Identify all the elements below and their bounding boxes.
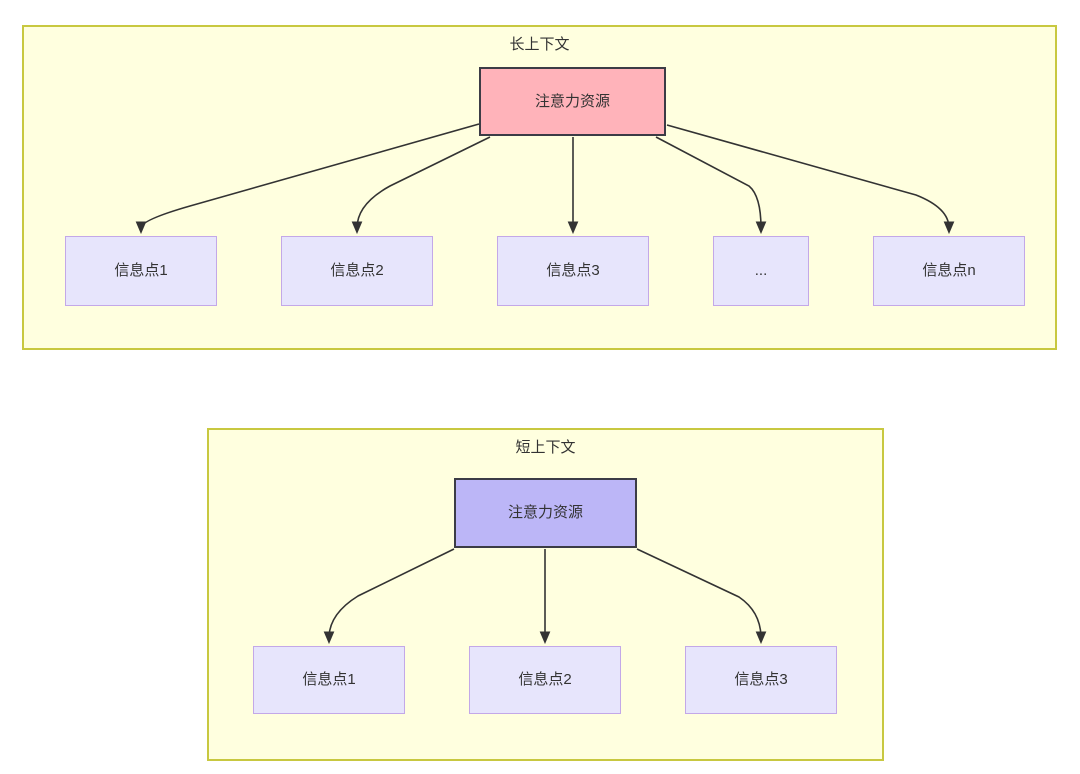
- short-context-info-node-2[interactable]: 信息点2: [469, 646, 621, 714]
- short-context-info-node-3[interactable]: 信息点3: [685, 646, 837, 714]
- long-context-info-node-n[interactable]: 信息点n: [873, 236, 1025, 306]
- long-context-info-node-1[interactable]: 信息点1: [65, 236, 217, 306]
- long-context-info-node-ellipsis[interactable]: ...: [713, 236, 809, 306]
- panel-short-context-title: 短上下文: [515, 439, 576, 456]
- short-context-attention-resource-node[interactable]: 注意力资源: [454, 478, 637, 548]
- long-context-info-node-2[interactable]: 信息点2: [281, 236, 433, 306]
- short-context-info-node-1[interactable]: 信息点1: [253, 646, 405, 714]
- long-context-info-node-3[interactable]: 信息点3: [497, 236, 649, 306]
- long-context-attention-resource-node[interactable]: 注意力资源: [479, 67, 666, 136]
- panel-long-context-title: 长上下文: [509, 36, 570, 53]
